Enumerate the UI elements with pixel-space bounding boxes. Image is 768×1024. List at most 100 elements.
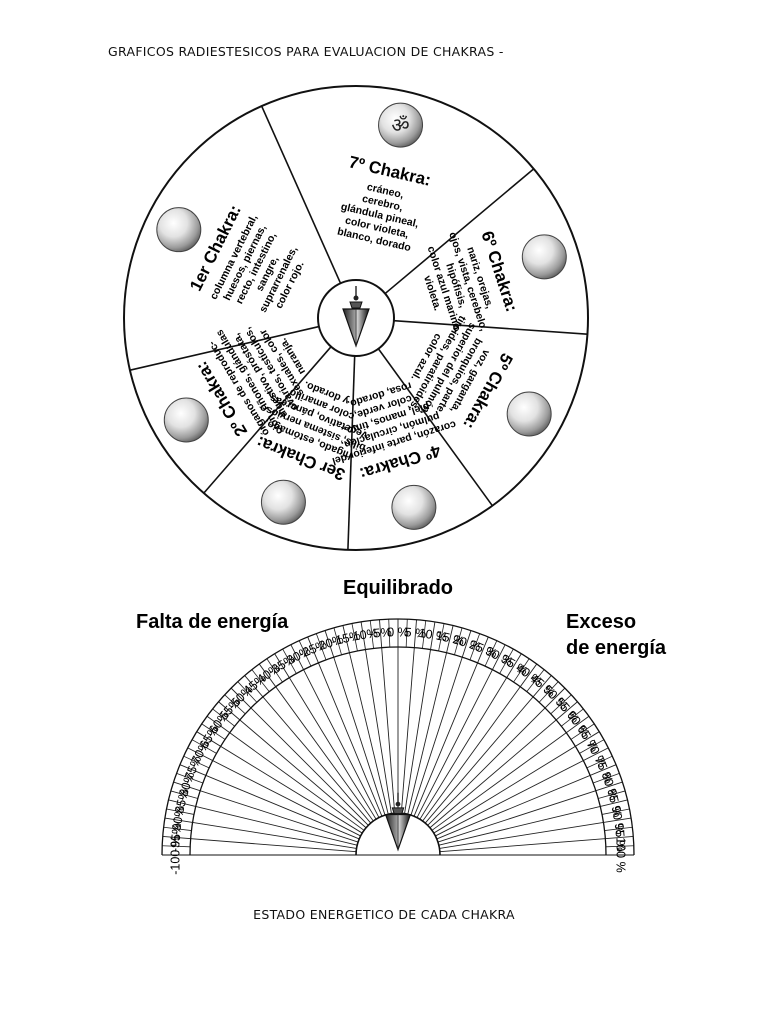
gauge-ray <box>196 731 363 834</box>
gauge-cell-divider <box>604 826 633 831</box>
gauge-cell-divider <box>601 808 630 815</box>
gauge-ray <box>168 799 358 846</box>
gauge-cell-divider <box>282 648 297 674</box>
gauge-ray <box>258 663 374 822</box>
gauge-ray <box>404 621 436 814</box>
gauge-ray <box>400 619 417 814</box>
gauge-ray <box>230 687 369 826</box>
gauge-ray <box>407 625 454 815</box>
gauge-center-title: Equilibrado <box>343 577 453 599</box>
gauge-ray <box>162 836 357 853</box>
segment-divider <box>129 325 320 371</box>
gauge-ray <box>206 715 365 831</box>
gauge-tick-label: 90 % <box>609 805 627 835</box>
gauge-right-title-line1: Exceso <box>566 611 636 633</box>
gauge-cell-divider <box>251 669 270 692</box>
gauge-cell-divider <box>469 633 481 660</box>
gauge-cell-divider <box>176 772 203 784</box>
gauge-tick-label: 10 % <box>418 626 448 644</box>
gauge-cell-divider <box>201 723 226 740</box>
gauge-cell-divider <box>454 627 463 655</box>
gauge-ray <box>173 781 359 843</box>
gauge-ray <box>307 636 383 817</box>
gauge-cell-divider <box>579 739 605 754</box>
gauge-cell-divider <box>224 694 246 715</box>
gauge-outer-arc <box>161 618 635 856</box>
gauge-ray <box>437 781 623 843</box>
gauge-ray <box>244 675 372 824</box>
gauge-cell-divider <box>605 845 634 848</box>
gauge-ray <box>438 799 628 846</box>
gauge-cell-divider <box>526 669 545 692</box>
gauge-cell-divider <box>598 790 626 799</box>
gauge-cell-divider <box>166 808 195 815</box>
segment-divider <box>347 355 356 550</box>
sphere-icon <box>506 391 552 437</box>
gauge-ray <box>413 636 489 817</box>
gauge-ray <box>379 619 396 814</box>
gauge-ray <box>274 653 377 820</box>
gauge-ray <box>360 621 392 814</box>
gauge-ray <box>164 817 357 849</box>
gauge-tick-label: -90% <box>169 805 187 836</box>
gauge-ray <box>422 663 538 822</box>
segment-divider <box>260 105 342 284</box>
gauge-tick-label: -15% <box>330 628 362 648</box>
gauge-cell-divider <box>561 708 584 727</box>
segment-divider <box>203 346 332 494</box>
gauge-tick-label: 95 % <box>612 823 628 853</box>
gauge-tick-label: 5 % <box>404 625 427 641</box>
sphere-icon <box>260 479 306 525</box>
gauge-ray <box>410 630 472 816</box>
gauge-ray <box>324 630 386 816</box>
segment-divider <box>377 348 494 507</box>
gauge-cell-divider <box>538 681 559 703</box>
gauge-ray <box>431 715 590 831</box>
gauge-cell-divider <box>369 620 374 649</box>
gauge-cell-divider <box>162 845 191 848</box>
gauge-cell-divider <box>513 658 530 683</box>
gauge-tick-label: 15 % <box>434 628 465 648</box>
gauge-tick-label: -10% <box>348 626 379 644</box>
gauge-ray <box>290 644 380 818</box>
gauge-cell-divider <box>315 633 327 660</box>
gauge-cell-divider <box>351 623 358 652</box>
gauge-tick-label: -85% <box>171 787 191 819</box>
gauge-ray <box>435 747 609 837</box>
gauge-cell-divider <box>422 620 427 649</box>
gauge-tick-label: 100 % <box>614 837 628 872</box>
gauge-ray <box>439 836 634 853</box>
gauge-cell-divider <box>183 755 210 769</box>
gauge-tick-label: -100 % <box>168 835 182 875</box>
gauge-cell-divider <box>570 723 595 740</box>
gauge-ray <box>433 731 600 834</box>
gauge-ray <box>424 675 552 824</box>
sphere-icon <box>163 397 209 443</box>
figure-caption: ESTADO ENERGETICO DE CADA CHAKRA <box>253 907 515 922</box>
gauge-cell-divider <box>163 826 192 831</box>
gauge-right-title-line2: de energía <box>566 637 667 659</box>
gauge-ray <box>427 687 566 826</box>
gauge-cell-divider <box>298 640 312 667</box>
gauge-ray <box>439 817 632 849</box>
sphere-icon <box>391 484 437 530</box>
gauge-ray <box>419 653 522 820</box>
energy-gauge: -100 %-95%-90%-85%-80%-75%-70%-65%-60%-5… <box>136 577 667 875</box>
gauge-cell-divider <box>405 619 408 648</box>
om-glyph: ॐ <box>391 113 409 137</box>
gauge-tick-label: 0 % <box>387 625 409 639</box>
segment-divider <box>384 168 535 295</box>
gauge-cell-divider <box>237 681 258 703</box>
segment-divider <box>393 319 588 335</box>
om-icon <box>378 102 424 148</box>
gauge-cell-divider <box>499 648 514 674</box>
gauge-cell-divider <box>191 739 217 754</box>
gauge-cell-divider <box>484 640 498 667</box>
pendulum-icon <box>384 792 412 852</box>
sphere-icon <box>521 234 567 280</box>
gauge-cell-divider <box>266 658 283 683</box>
chakra-wheel: ॐ7º Chakra:cráneo,cerebro,glándula pinea… <box>123 85 589 551</box>
pendulum-icon <box>342 286 370 348</box>
gauge-ray <box>416 644 506 818</box>
